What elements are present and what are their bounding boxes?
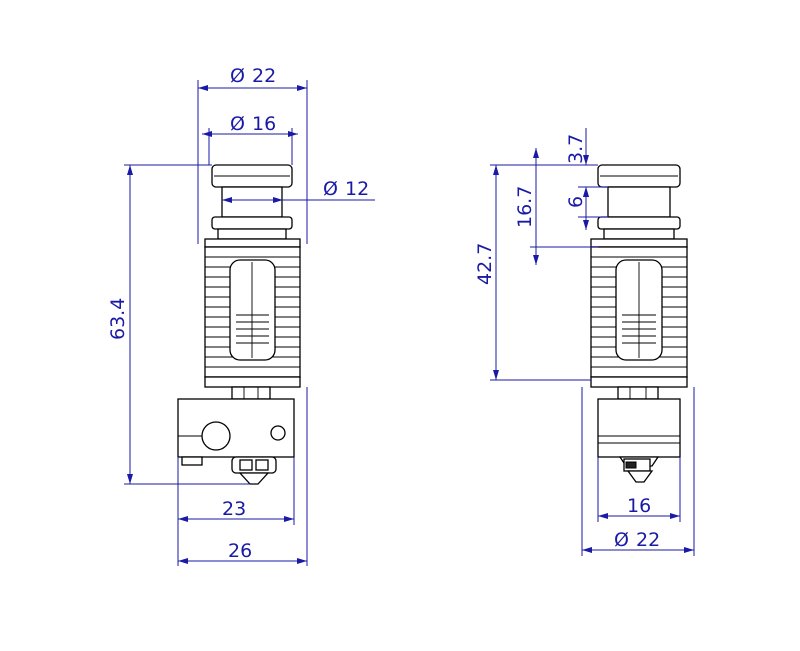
- dim-width-23: 23: [222, 498, 246, 520]
- right-heater-block: [597, 398, 681, 458]
- right-dimensions: 3.7 6 16.7 42.7 16 Ø 22: [474, 128, 695, 556]
- right-hotend-view: [590, 164, 688, 483]
- left-heater-block: [177, 398, 295, 466]
- left-collar: [211, 216, 293, 230]
- right-nozzle: [618, 456, 660, 483]
- dim-width-26: 26: [228, 540, 252, 562]
- svg-text:Ø: Ø: [230, 113, 245, 135]
- dim-6: 6: [565, 196, 587, 208]
- dim-16-7: 16.7: [514, 186, 536, 228]
- svg-text:Ø: Ø: [614, 529, 629, 551]
- right-heatsink: [590, 246, 688, 378]
- dim-dia-22-top-left: 22: [252, 65, 276, 87]
- dim-42-7: 42.7: [474, 243, 496, 285]
- dim-width-16-right: 16: [627, 495, 651, 517]
- left-neck: [221, 186, 283, 218]
- svg-text:Ø: Ø: [323, 178, 338, 200]
- dim-height-63-4: 63.4: [107, 298, 129, 340]
- dim-dia-22-symbol: Ø: [230, 65, 245, 87]
- left-dimensions: Ø 22 Ø 16 Ø 12 63.4 23 26: [107, 65, 375, 566]
- left-hotend-view: [177, 164, 301, 485]
- dim-3-7: 3.7: [565, 134, 587, 164]
- dim-dia-12-left: 12: [345, 178, 369, 200]
- dim-dia-22-bottom-right: 22: [636, 529, 660, 551]
- dim-dia-16-left: 16: [252, 113, 276, 135]
- left-nozzle: [231, 456, 277, 485]
- left-heatsink: [204, 246, 301, 378]
